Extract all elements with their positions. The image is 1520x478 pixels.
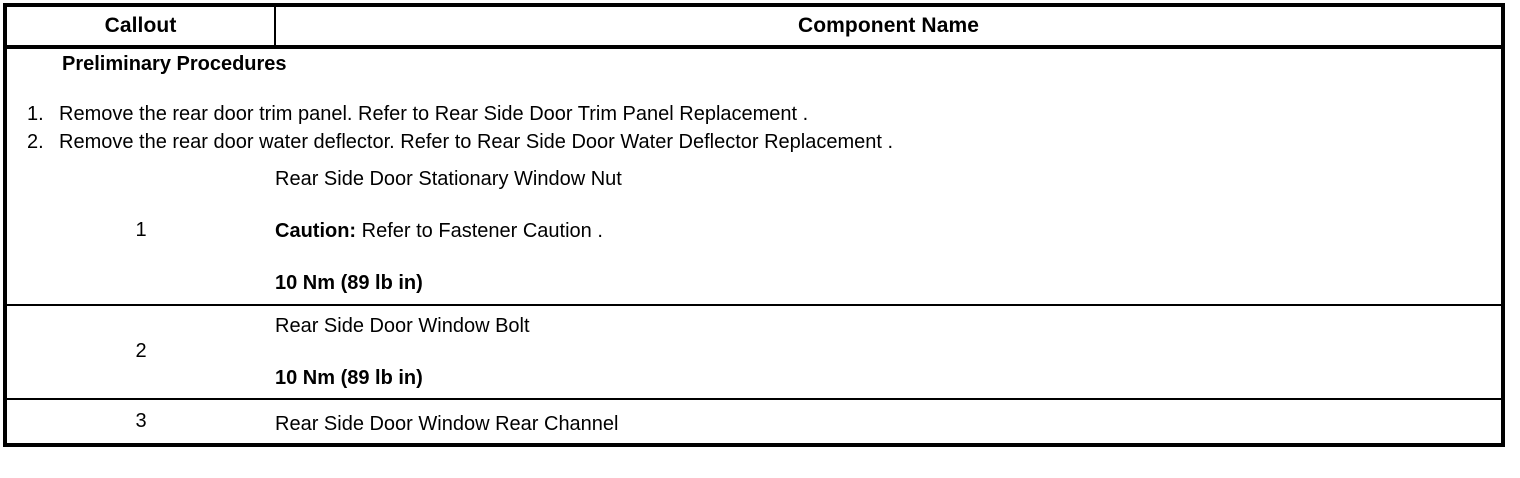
preliminary-procedures-list: 1. Remove the rear door trim panel. Refer…	[7, 100, 1501, 157]
callout-number: 1	[5, 156, 275, 306]
preliminary-procedures-cell: Preliminary Procedures 1. Remove the rear…	[5, 47, 1503, 157]
component-title: Rear Side Door Window Bolt	[275, 315, 530, 338]
torque-spec: 10 Nm (89 lb in)	[275, 367, 423, 390]
preliminary-procedures-row: Preliminary Procedures 1. Remove the rear…	[5, 47, 1503, 157]
list-item: 1. Remove the rear door trim panel. Refer…	[7, 100, 1501, 128]
table-row: 1 Rear Side Door Stationary Window Nut C…	[5, 156, 1503, 306]
column-header-callout: Callout	[5, 5, 276, 49]
column-header-component-name: Component Name	[275, 5, 1503, 49]
component-name-cell: Rear Side Door Stationary Window Nut Cau…	[275, 156, 1503, 306]
component-title: Rear Side Door Stationary Window Nut	[275, 167, 622, 190]
table-header-row: Callout Component Name	[5, 5, 1503, 49]
caution-label: Caution:	[275, 219, 357, 242]
component-name-cell: Rear Side Door Window Bolt 10 Nm (89 lb …	[275, 304, 1503, 400]
table-row: 2 Rear Side Door Window Bolt 10 Nm (89 l…	[5, 304, 1503, 400]
component-callout-table: Callout Component Name Preliminary Proce…	[3, 3, 1505, 447]
list-item-number: 1.	[27, 103, 44, 125]
list-item: 2. Remove the rear door water deflector. …	[7, 128, 1501, 156]
preliminary-procedures-title: Preliminary Procedures	[62, 53, 287, 75]
caution-note: Caution: Refer to Fastener Caution .	[275, 214, 1501, 247]
component-name-cell: Rear Side Door Window Rear Channel	[275, 398, 1503, 445]
list-item-number: 2.	[27, 131, 44, 154]
caution-text: Refer to Fastener Caution .	[356, 219, 603, 242]
torque-spec: 10 Nm (89 lb in)	[275, 271, 423, 294]
table-row: 3 Rear Side Door Window Rear Channel	[5, 398, 1503, 445]
list-item-text: Remove the rear door water deflector. Re…	[59, 131, 894, 154]
component-title: Rear Side Door Window Rear Channel	[275, 412, 619, 435]
callout-number: 3	[5, 398, 275, 445]
list-item-text: Remove the rear door trim panel. Refer t…	[59, 103, 809, 125]
callout-number: 2	[5, 304, 275, 400]
